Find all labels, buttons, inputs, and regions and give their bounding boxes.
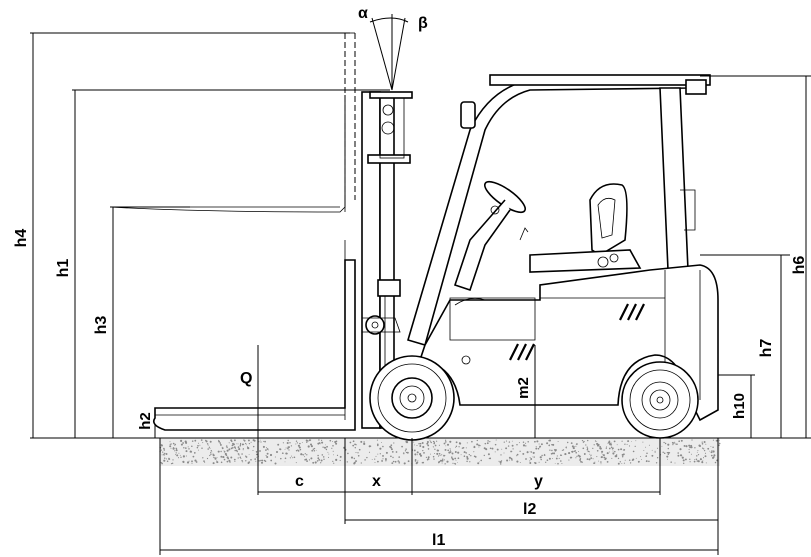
- m2-dimension: m2: [515, 345, 536, 438]
- tilt-cylinder-bracket: [361, 315, 401, 335]
- c-label: c: [295, 473, 304, 490]
- overhead-guard: [407, 74, 711, 346]
- m2-label: m2: [515, 377, 532, 399]
- h7-dimension: h7: [700, 254, 790, 438]
- x-label: x: [372, 473, 381, 490]
- h3-label: h3: [93, 316, 110, 335]
- mast: [361, 91, 413, 429]
- rear-wheel: [621, 361, 699, 439]
- h1-dimension: h1: [55, 89, 390, 438]
- beta-label: β: [418, 15, 428, 32]
- h2-label: h2: [137, 412, 154, 430]
- l1-label: l1: [432, 532, 445, 549]
- c-x-y-dimension: c x y: [258, 473, 660, 493]
- l2-dimension: l2: [345, 501, 718, 521]
- h4-dimension: h4: [13, 32, 350, 438]
- h3-dimension: h3: [93, 206, 190, 438]
- h2-dimension: h2: [137, 408, 156, 438]
- l2-label: l2: [523, 501, 536, 518]
- h4-label: h4: [13, 229, 30, 248]
- steering-wheel: [453, 180, 529, 292]
- ground-texture: [159, 439, 721, 465]
- h6-dimension: h6: [700, 75, 811, 438]
- h1-label: h1: [55, 259, 72, 278]
- fork-top-position: [344, 32, 356, 200]
- bottom-extension-lines: [159, 438, 719, 555]
- l1-dimension: l1: [160, 532, 718, 551]
- load-center-q: Q: [240, 345, 259, 438]
- fork-mid-position: [109, 95, 346, 213]
- front-wheel: [369, 355, 455, 441]
- ground: [30, 437, 811, 466]
- operator-seat: [529, 183, 642, 273]
- h6-label: h6: [791, 256, 808, 275]
- fork-bottom: [152, 240, 356, 431]
- alpha-label: α: [358, 5, 368, 22]
- h7-label: h7: [758, 339, 775, 358]
- y-label: y: [534, 473, 543, 490]
- h10-label: h10: [731, 393, 748, 419]
- q-label: Q: [240, 370, 252, 387]
- tilt-angles: α β: [358, 5, 428, 91]
- h10-dimension: h10: [718, 374, 755, 438]
